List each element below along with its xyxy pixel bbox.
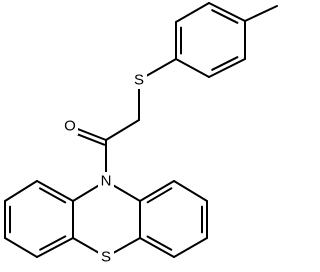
bond-inner-r5-r6 (146, 235, 173, 251)
atom-sulfur-ring: S (98, 248, 114, 266)
bond-r2-r3 (173, 180, 208, 202)
bond-inner-r1-r2 (146, 187, 173, 204)
bond-layer (4, 2, 278, 258)
atom-nitrogen: N (98, 172, 114, 190)
atom-label-bg (62, 117, 78, 135)
atom-label-s2: S (101, 249, 111, 266)
atom-label-n: N (101, 173, 112, 190)
bond-ch2-co (105, 119, 140, 141)
structure-diagram: S O N S (4, 2, 278, 266)
bond-n-l1 (72, 184, 101, 202)
bond-c1-c2 (208, 2, 246, 22)
bond-c2-c3 (175, 2, 210, 23)
bond-n-r1 (111, 184, 141, 202)
bond-second-co-o (74, 132, 106, 146)
bond-l4-l5 (4, 237, 38, 258)
atom-oxygen-carbonyl: O (62, 117, 78, 135)
bond-l1-l2 (36, 180, 74, 202)
bond-co-o (76, 127, 107, 141)
bond-c5-c6 (208, 58, 246, 78)
bond-r6-s2 (112, 237, 141, 255)
bond-inner-c5-c6 (211, 56, 239, 71)
molecule-drawing: S O N S (4, 2, 278, 266)
atom-label-o: O (64, 118, 76, 135)
bond-r1-r2 (139, 180, 175, 202)
bond-r4-r5 (173, 237, 208, 258)
atom-sulfur-thioether: S (131, 71, 147, 89)
atom-label-layer: S O N S (62, 71, 147, 266)
atom-label-bg (98, 248, 114, 266)
bond-l5-l6 (36, 237, 74, 258)
bond-c4-c5 (175, 58, 210, 78)
bond-c4-s1 (145, 58, 177, 78)
bond-ch3-c1 (244, 5, 278, 22)
bond-l2-l3 (4, 180, 38, 202)
bond-l6-s2 (72, 237, 101, 254)
atom-label-bg (98, 172, 114, 190)
bond-inner-c1-c2 (211, 9, 239, 24)
bond-inner-l5-l6 (39, 235, 67, 251)
bond-inner-l1-l2 (39, 187, 67, 204)
bond-r5-r6 (139, 237, 175, 258)
atom-label-bg (131, 71, 147, 89)
atom-label-s1: S (134, 72, 144, 89)
